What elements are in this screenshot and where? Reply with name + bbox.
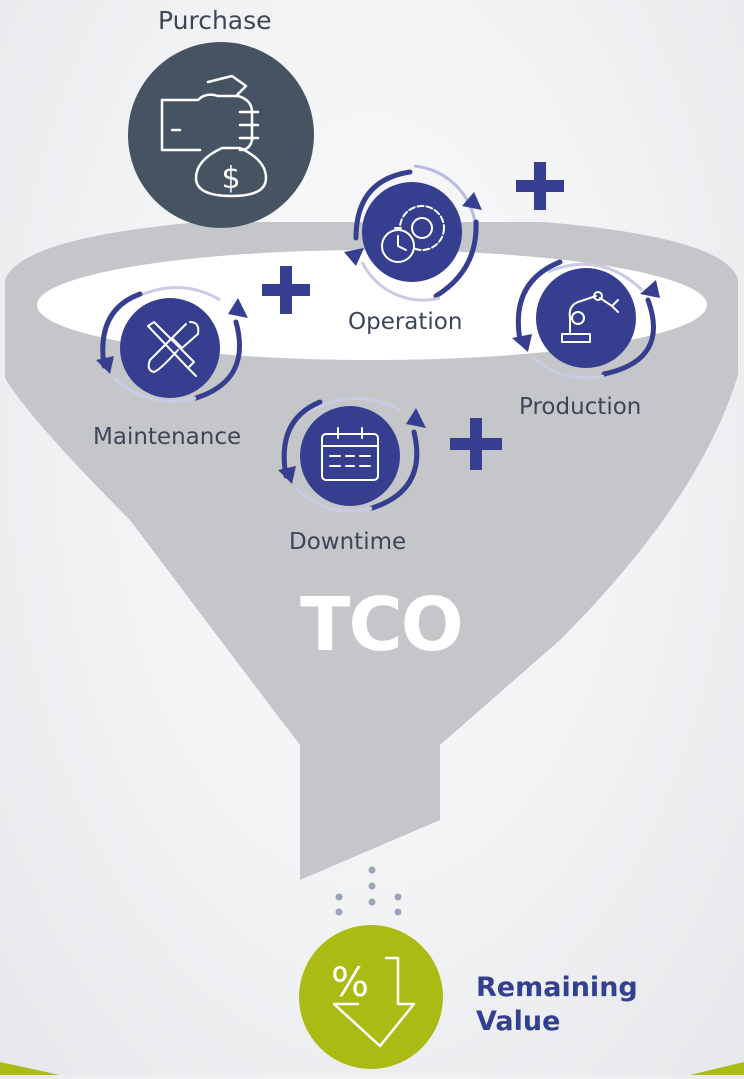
svg-text:%: %	[331, 960, 369, 1006]
production-label: Production	[519, 394, 642, 420]
remaining-value-line2: Value	[476, 1006, 561, 1037]
production-badge	[512, 259, 660, 380]
remaining-value-label: Remaining Value	[476, 971, 638, 1039]
remaining-value-line1: Remaining	[476, 972, 638, 1003]
gear-stopwatch-icon	[381, 205, 445, 263]
money-bag-hand-icon: $	[160, 74, 268, 198]
remaining-value-badge: %	[299, 925, 443, 1069]
operation-badge	[344, 164, 482, 302]
purchase-badge: $	[128, 42, 314, 228]
plus-icon	[516, 162, 564, 210]
wrench-screwdriver-icon	[147, 321, 200, 377]
maintenance-badge	[96, 286, 248, 403]
plus-icon	[262, 266, 310, 314]
plus-icon	[450, 418, 502, 470]
svg-text:$: $	[221, 161, 240, 196]
purchase-label: Purchase	[158, 6, 272, 35]
robot-arm-icon	[561, 291, 619, 343]
downtime-label: Downtime	[289, 529, 407, 555]
operation-label: Operation	[348, 309, 463, 335]
calendar-icon	[321, 427, 379, 481]
percent-down-arrow-icon: %	[331, 956, 416, 1048]
maintenance-label: Maintenance	[93, 424, 242, 450]
funnel-drops	[335, 866, 402, 916]
downtime-badge	[278, 397, 426, 513]
tco-title: TCO	[300, 582, 464, 668]
